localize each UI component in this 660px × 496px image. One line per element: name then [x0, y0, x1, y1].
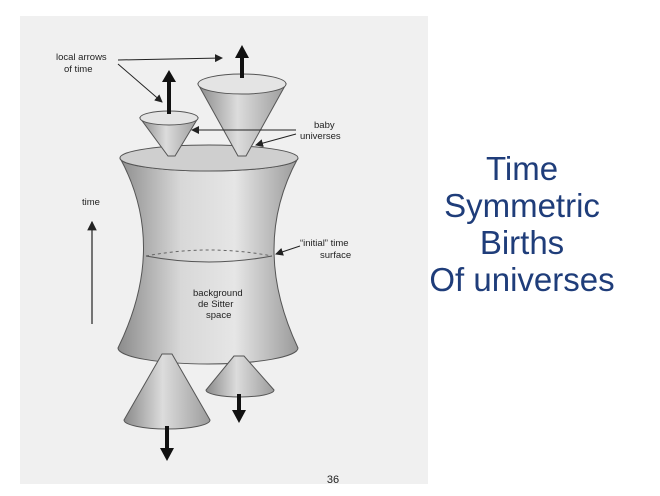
- label-baby-universes-line1: baby: [314, 120, 335, 131]
- slide-title: Time Symmetric Births Of universes: [372, 150, 660, 298]
- leader-lines: [117, 54, 301, 256]
- baby-universe-bottom-left: [123, 353, 211, 461]
- hyperboloid-top-rim: [119, 144, 299, 172]
- label-time: time: [82, 197, 100, 208]
- label-baby-universes-line2: universes: [300, 131, 341, 142]
- label-background-line1: background: [193, 288, 243, 299]
- main-hyperboloid: [117, 144, 299, 365]
- title-line-1: Time: [485, 150, 559, 187]
- page-number: 36: [326, 474, 340, 486]
- label-local-arrows-line2: of time: [64, 64, 93, 75]
- title-line-2: Symmetric: [444, 187, 600, 224]
- baby-universe-top-right: [197, 45, 287, 157]
- time-arrow-down-right-head: [232, 410, 246, 423]
- label-background-line3: space: [206, 310, 231, 321]
- time-arrow-up-left-head: [162, 70, 176, 82]
- label-local-arrows-line1: local arrows: [56, 52, 107, 63]
- label-background-line2: de Sitter: [198, 299, 233, 310]
- initial-time-surface-back: [145, 249, 273, 257]
- label-initial-time-line1: “initial” time: [300, 238, 349, 249]
- baby-universe-bottom-right: [205, 355, 275, 423]
- title-line-3: Births: [479, 224, 565, 261]
- initial-time-surface-front: [145, 255, 273, 263]
- title-line-4: Of universes: [429, 261, 615, 298]
- time-arrow-up-right-head: [235, 45, 249, 58]
- baby-universe-top-left: [139, 70, 199, 157]
- time-arrow-down-left-head: [160, 448, 174, 461]
- label-initial-time-line2: surface: [320, 250, 351, 261]
- hyperboloid-body: [117, 157, 299, 365]
